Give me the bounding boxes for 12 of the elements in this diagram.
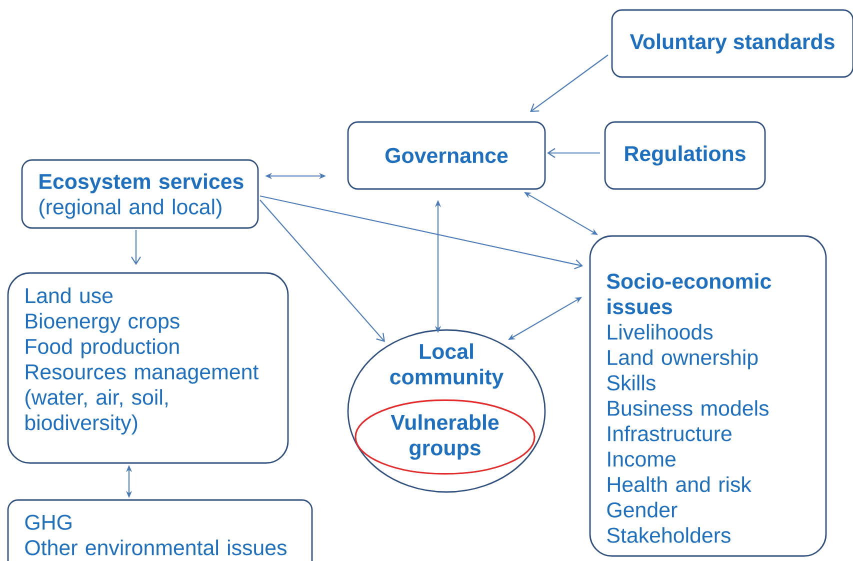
arrow	[547, 148, 600, 158]
rounded-box: Regulations	[604, 121, 766, 190]
rounded-box: Voluntary standards	[611, 9, 853, 78]
arrow	[131, 230, 141, 265]
rounded-box: Governance	[347, 121, 546, 190]
rounded-box: GHG Other environmental issues	[7, 499, 313, 561]
arrow	[260, 200, 385, 342]
rounded-box: Socio-economic issues Livelihoods Land ownership Skills Business models Infrastructure Income Health and risk Gender Stakeholders	[589, 235, 827, 557]
rounded-box: Ecosystem services (regional and local)	[21, 159, 259, 229]
arrow	[260, 195, 583, 270]
arrow	[530, 54, 608, 112]
rounded-box: Land use Bioenergy crops Food production Resources management (water, air, soil, biodiversity)	[7, 272, 289, 464]
